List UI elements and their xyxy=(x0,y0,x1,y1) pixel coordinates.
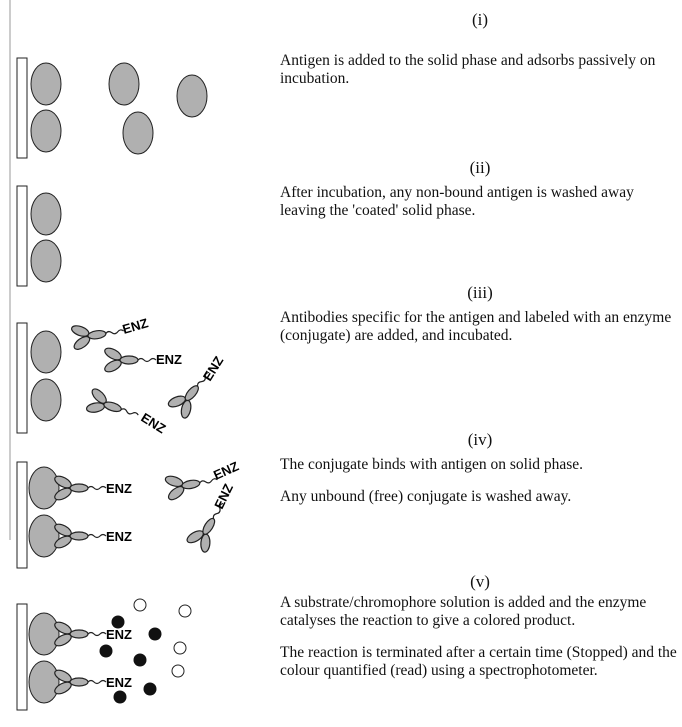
colored-product-dot xyxy=(133,653,147,667)
step-v: (v) A substrate/chromophore solution is … xyxy=(280,572,680,680)
solid-phase xyxy=(16,461,28,569)
enz-label: ENZ xyxy=(106,481,132,496)
antigen xyxy=(30,378,62,422)
panel-iii: ENZ ENZ ENZ ENZ xyxy=(16,315,227,437)
antigen xyxy=(28,660,60,704)
panel-v: ENZ ENZ xyxy=(16,598,192,711)
enz-label: ENZ xyxy=(106,529,132,544)
step-number: (v) xyxy=(470,572,490,591)
solid-phase xyxy=(16,603,28,711)
colored-product-dot xyxy=(113,690,127,704)
solid-phase xyxy=(16,185,28,287)
step-number: (iv) xyxy=(467,430,493,449)
solid-phase xyxy=(16,322,28,434)
antigen xyxy=(28,612,60,656)
substrate-dot xyxy=(133,598,147,612)
conjugate: ENZ xyxy=(52,667,132,697)
colored-product-dot xyxy=(143,682,157,696)
step-text: The conjugate binds with antigen on soli… xyxy=(280,456,584,473)
panel-i xyxy=(16,57,208,159)
colored-product-dot xyxy=(99,644,113,658)
colored-product-dot xyxy=(148,627,162,641)
antigen xyxy=(30,192,62,236)
antigen xyxy=(30,109,62,153)
panel-iv: ENZ ENZ ENZ ENZ xyxy=(16,458,241,569)
antigen xyxy=(30,239,62,283)
antigen xyxy=(176,74,208,118)
antigen xyxy=(28,466,60,510)
conjugate: ENZ xyxy=(52,521,132,551)
substrate-dot xyxy=(178,604,192,618)
antigen xyxy=(28,514,60,558)
panel-ii xyxy=(16,185,62,287)
conjugate: ENZ xyxy=(52,473,132,503)
step-i: (i) Antigen is added to the solid phase … xyxy=(280,10,680,88)
step-text: A substrate/chromophore solution is adde… xyxy=(280,594,647,629)
substrate-dot xyxy=(171,664,185,678)
step-text: After incubation, any non-bound antigen … xyxy=(280,184,634,219)
enz-label: ENZ xyxy=(211,481,236,511)
enz-label: ENZ xyxy=(106,627,132,642)
enz-label: ENZ xyxy=(211,458,241,482)
step-text: Antibodies specific for the antigen and … xyxy=(280,309,672,344)
enz-label: ENZ xyxy=(106,675,132,690)
enz-label: ENZ xyxy=(156,352,182,367)
enz-label: ENZ xyxy=(200,354,227,384)
conjugate: ENZ xyxy=(82,384,168,437)
elisa-illustrations: ENZ ENZ ENZ ENZ ENZ ENZ ENZ xyxy=(9,0,241,711)
colored-product-dot xyxy=(111,615,125,629)
step-number: (iii) xyxy=(467,283,493,302)
antigen xyxy=(30,330,62,374)
enz-label: ENZ xyxy=(138,410,168,437)
conjugate: ENZ xyxy=(68,315,150,354)
antigen xyxy=(108,62,140,106)
step-number: (ii) xyxy=(469,158,491,177)
conjugate: ENZ xyxy=(102,345,182,375)
antigen xyxy=(122,111,154,155)
step-text: Any unbound (free) conjugate is washed a… xyxy=(280,488,572,505)
step-number: (i) xyxy=(471,10,489,29)
step-iii: (iii) Antibodies specific for the antige… xyxy=(280,283,680,345)
conjugate: ENZ xyxy=(182,481,236,557)
step-ii: (ii) After incubation, any non-bound ant… xyxy=(280,158,680,220)
step-text: The reaction is terminated after a certa… xyxy=(280,644,677,679)
step-text: Antigen is added to the solid phase and … xyxy=(280,52,656,87)
step-iv: (iv) The conjugate binds with antigen on… xyxy=(280,430,680,506)
solid-phase xyxy=(16,57,28,159)
conjugate: ENZ xyxy=(52,619,132,649)
enz-label: ENZ xyxy=(121,315,150,337)
antigen xyxy=(30,62,62,106)
substrate-dot xyxy=(173,641,187,655)
